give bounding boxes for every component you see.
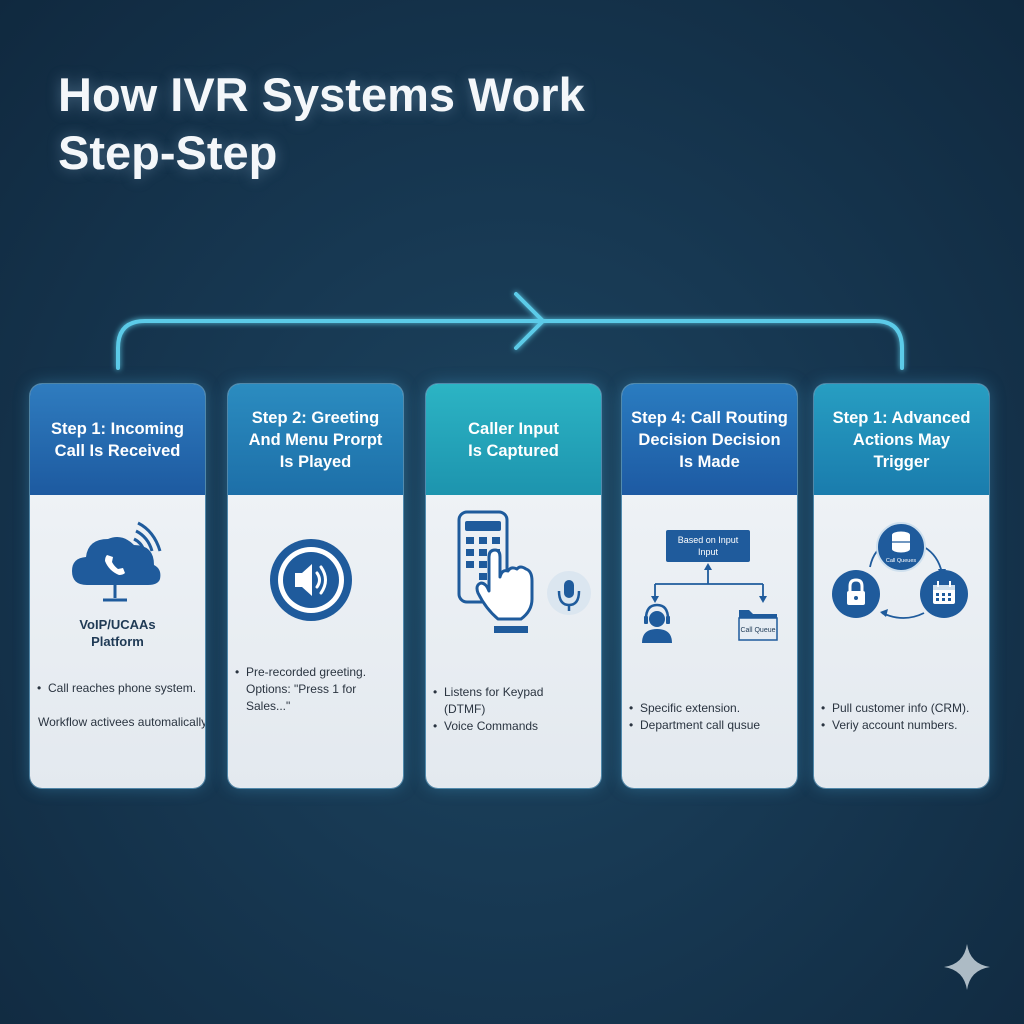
step-1-note: Workflow activees automalically — [38, 715, 205, 729]
step-2-visual — [228, 495, 403, 665]
svg-text:Based on Input: Based on Input — [678, 535, 739, 545]
step-5-bullet-2: Veriy account numbers. — [814, 717, 989, 734]
svg-text:Input: Input — [698, 547, 719, 557]
calendar-icon — [920, 570, 968, 618]
step-3-visual — [426, 495, 601, 665]
step-3-bullets: Listens for Keypad (DTMF) Voice Commands — [426, 684, 601, 735]
connector-arrowhead — [514, 292, 545, 350]
call-queue-folder-icon: Call Queue — [738, 610, 778, 641]
routing-diagram-icon: Based on Input Input Call Queue — [642, 530, 778, 643]
step-4-bullets: Specific extension. Department call qusu… — [622, 700, 797, 734]
step-1-bullet-1: Call reaches phone system. — [30, 680, 205, 697]
step-4-bullet-2: Department call qusue — [622, 717, 797, 734]
title-line-2: Step-Step — [58, 126, 278, 179]
step-2-bullets: Pre-recorded greeting. Options: "Press 1… — [228, 664, 403, 715]
keypad-phone-icon — [457, 510, 591, 633]
step-5-visual: Call Queues — [814, 495, 989, 665]
step-3-bullet-1: Listens for Keypad (DTMF) — [426, 684, 601, 718]
step-5-bullet-1: Pull customer info (CRM). — [814, 700, 989, 717]
connector-line — [116, 319, 904, 370]
cloud-phone-icon — [72, 521, 162, 602]
database-icon: Call Queues — [876, 522, 926, 572]
flow-connector-arrow — [116, 292, 904, 370]
title-line-1: How IVR Systems Work — [58, 68, 585, 121]
lock-icon — [832, 570, 880, 618]
step-4-visual: Based on Input Input Call Queue — [622, 495, 797, 665]
input-decision-box — [666, 530, 750, 562]
svg-text:Call Queues: Call Queues — [886, 558, 917, 564]
sparkle-icon — [944, 944, 990, 990]
agent-headset-icon — [642, 603, 672, 643]
step-2-bullet-1: Pre-recorded greeting. Options: "Press 1… — [228, 664, 403, 715]
step-3-bullet-2: Voice Commands — [426, 718, 601, 735]
step-5-bullets: Pull customer info (CRM). Veriy account … — [814, 700, 989, 734]
step-4-bullet-1: Specific extension. — [622, 700, 797, 717]
svg-text:Call Queue: Call Queue — [740, 627, 775, 634]
page-title: How IVR Systems Work Step-Step — [58, 66, 585, 182]
step-1-bullets: Call reaches phone system. — [30, 680, 205, 697]
actions-cycle-icon: Call Queues — [832, 522, 968, 619]
speaker-icon — [270, 539, 352, 621]
